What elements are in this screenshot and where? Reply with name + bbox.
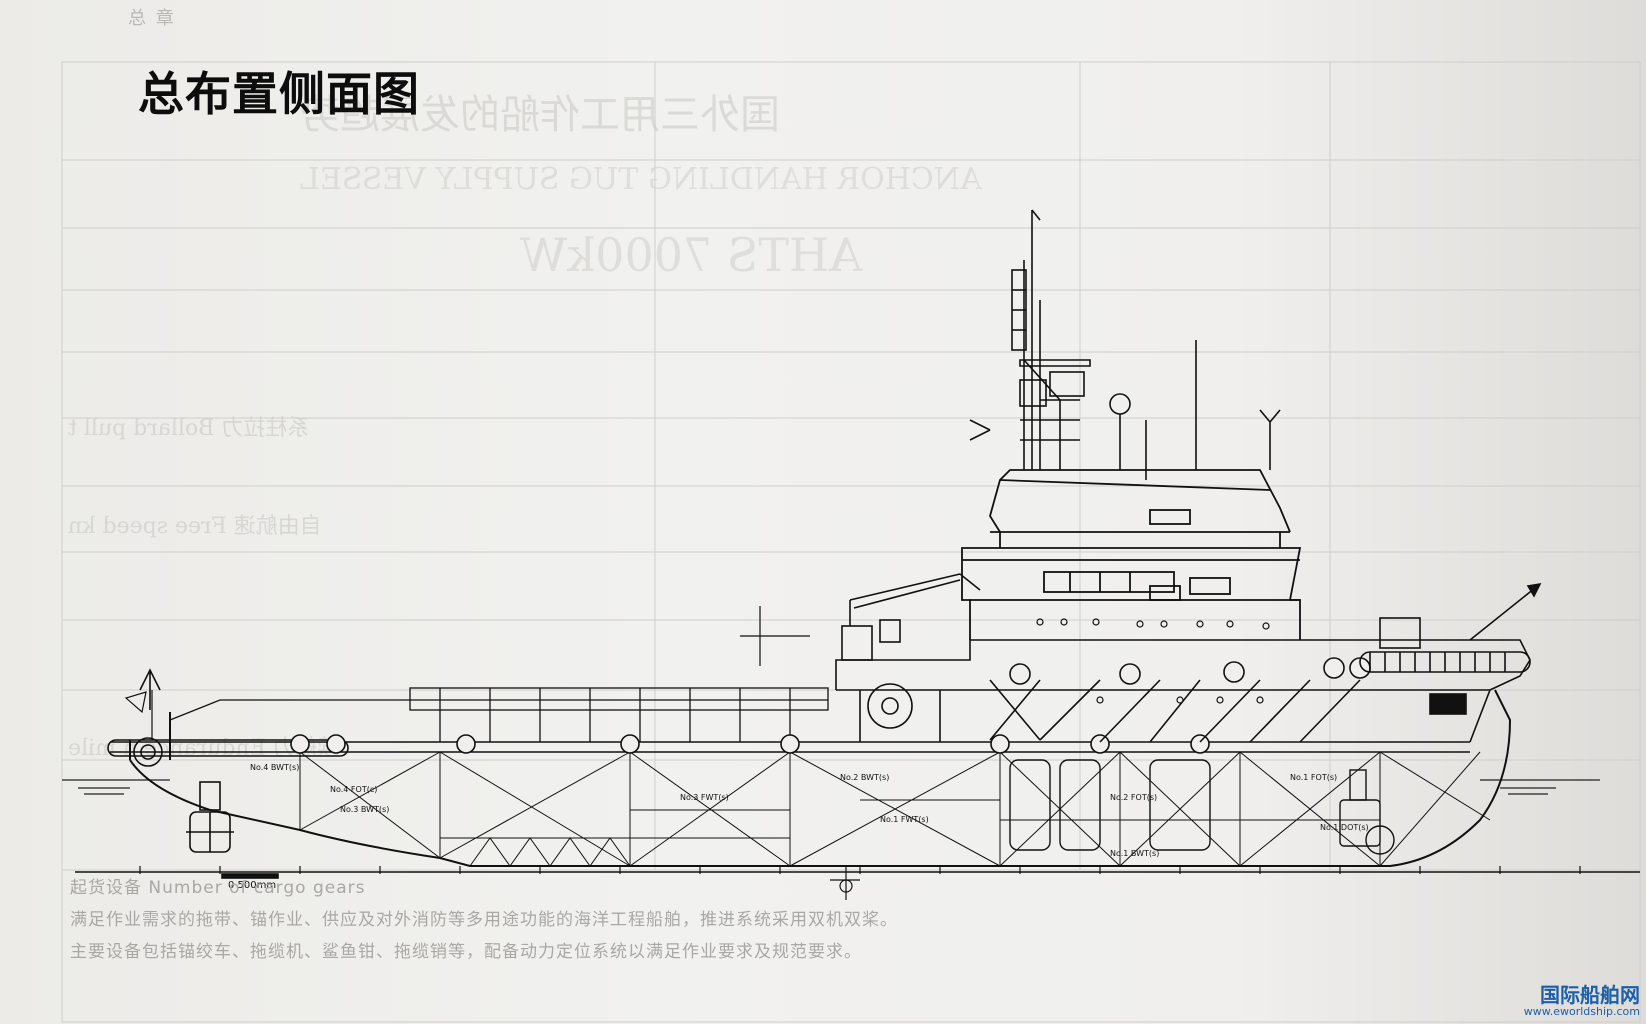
- main-mast: [969, 209, 1281, 480]
- stern-roller: [133, 668, 163, 767]
- propeller-thruster: [186, 781, 279, 879]
- tank-label-6: No.1 FWT(s): [880, 815, 929, 824]
- site-watermark: 国际船舶网 www.eworldship.com: [1524, 984, 1640, 1018]
- bow-thruster-room: [1009, 759, 1395, 855]
- superstructure: [961, 531, 1302, 640]
- caption-line-1: 起货设备 Number of cargo gears: [70, 878, 366, 898]
- watermark-en: www.eworldship.com: [1523, 1005, 1640, 1018]
- scale-bar-label: 0 500mm: [228, 880, 276, 891]
- background-table-grid: [61, 61, 1641, 1023]
- frame-ticks: [139, 866, 1581, 874]
- tank-label-4: No.3 FWT(s): [680, 793, 729, 802]
- tank-label-8: No.1 BWT(s): [1110, 849, 1159, 858]
- tank-label-3: No.3 BWT(s): [340, 805, 389, 814]
- towing-winch: [841, 619, 913, 729]
- forecastle: [835, 639, 1531, 743]
- cargo-rail: [169, 687, 829, 742]
- tank-label-10: No.1 DOT(s): [1320, 823, 1369, 832]
- watermark-cn: 国际船舶网: [1540, 983, 1640, 1007]
- tank-label-2: No.4 FOT(c): [330, 785, 377, 794]
- tank-label-9: No.1 FOT(s): [1290, 773, 1337, 782]
- tank-label-5: No.2 BWT(s): [840, 773, 889, 782]
- caption-line-2: 满足作业需求的拖带、锚作业、供应及对外消防等多用途功能的海洋工程船舶，推进系统采…: [70, 910, 898, 930]
- portholes: [1036, 618, 1270, 704]
- caption-line-3: 主要设备包括锚绞车、拖缆机、鲨鱼钳、拖缆销等，配备动力定位系统以满足作业要求及规…: [70, 942, 862, 962]
- tank-label-1: No.4 BWT(s): [250, 763, 299, 772]
- tank-subdivision: [299, 751, 1491, 867]
- deck-fittings: [290, 657, 1371, 754]
- stern-flag-staff: [124, 690, 153, 740]
- deck-crane: [849, 573, 981, 626]
- page-title: 总布置侧面图: [138, 67, 420, 121]
- reference-crosshair: [740, 606, 860, 900]
- section-label: 总 章: [128, 8, 176, 29]
- waterline-marks: [62, 779, 1600, 795]
- bleed-through-caption: 起货设备 Number of cargo gears 满足作业需求的拖带、锚作业…: [70, 872, 1630, 968]
- wheelhouse: [989, 469, 1291, 533]
- tank-label-7: No.2 FOT(s): [1110, 793, 1157, 802]
- bow-equipment: [1359, 582, 1542, 715]
